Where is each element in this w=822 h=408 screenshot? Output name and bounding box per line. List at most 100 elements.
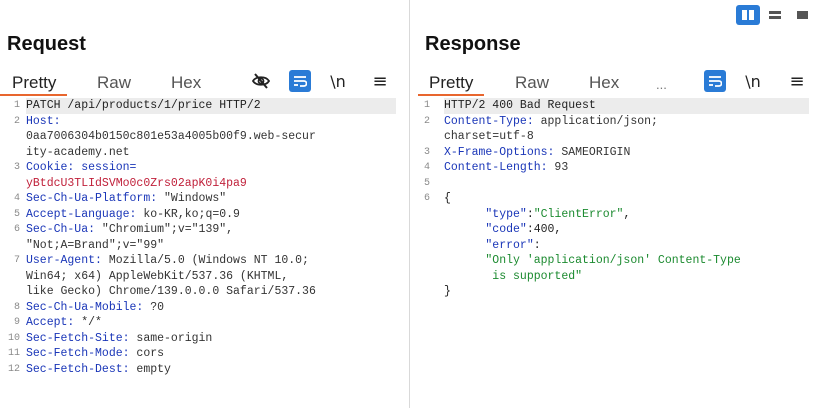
code-token: } — [444, 285, 451, 298]
request-editor[interactable]: 1 PATCH /api/products/1/price HTTP/2 2 Host… — [0, 98, 400, 408]
code-text: "Not;A=Brand";v="99" — [26, 238, 164, 254]
code-token: , — [623, 207, 631, 221]
request-tab-pretty[interactable]: Pretty — [12, 73, 57, 92]
code-text: like Gecko) Chrome/139.0.0.0 Safari/537.… — [26, 284, 316, 300]
code-token: Accept: — [26, 316, 82, 329]
response-tabs: Pretty Raw Hex ... \n ≡ — [418, 70, 822, 96]
wrap-icon[interactable] — [289, 70, 311, 92]
code-token: Sec-Fetch-Dest: — [26, 362, 137, 376]
code-line: like Gecko) Chrome/139.0.0.0 Safari/537.… — [0, 284, 400, 300]
line-number: 8 — [13, 301, 20, 313]
code-token: "Only 'application/json' Content-Type — [444, 254, 741, 267]
code-text: Cookie: session= — [26, 160, 136, 176]
code-text: } — [444, 284, 451, 300]
code-token: application/json; — [540, 114, 658, 128]
code-token: Accept-Language: — [26, 207, 144, 221]
line-number: 11 — [7, 348, 20, 359]
split-vertical-icon — [742, 10, 754, 20]
top-bar — [0, 0, 822, 30]
code-text: X-Frame-Options: SAMEORIGIN — [444, 145, 630, 161]
menu-icon[interactable]: ≡ — [372, 70, 388, 92]
code-text: Sec-Fetch-Mode: cors — [26, 346, 164, 362]
code-token: { — [444, 192, 451, 205]
response-tab-hex[interactable]: Hex — [589, 73, 620, 92]
line-number: 4 — [423, 162, 430, 173]
line-number: 6 — [423, 193, 430, 204]
code-token: : — [526, 207, 534, 221]
code-token: "error" — [444, 238, 534, 252]
code-token: ko-KR,ko;q=0.9 — [143, 207, 240, 221]
code-token: PATCH /api/products/1/price HTTP/2 — [26, 99, 261, 112]
request-tab-hex[interactable]: Hex — [171, 73, 202, 92]
pane-divider[interactable] — [409, 0, 410, 408]
code-text: Host: — [26, 114, 61, 130]
code-text: { — [444, 191, 451, 207]
request-tab-raw[interactable]: Raw — [97, 73, 132, 92]
code-token: X-Frame-Options: — [444, 145, 562, 159]
line-number: 3 — [13, 162, 20, 173]
line-number: 1 — [423, 100, 430, 111]
code-text: Content-Type: application/json; — [444, 114, 658, 130]
code-token: 0aa7006304b0150c801e53a4005b00f9.web-sec… — [26, 130, 316, 143]
layout-switcher — [736, 5, 814, 25]
active-tab-underline — [0, 94, 67, 96]
code-line: 3 X-Frame-Options: SAMEORIGIN — [410, 145, 822, 161]
code-text: yBtdcU3TLIdSVMo0c0Zrs02apK0i4pa9 — [26, 176, 247, 192]
code-line: 12 Sec-Fetch-Dest: empty — [0, 362, 400, 378]
line-number: 1 — [13, 100, 20, 111]
code-line: 3 Cookie: session= — [0, 160, 400, 176]
code-token: Content-Length: — [444, 161, 555, 174]
code-text: is supported" — [444, 269, 582, 285]
code-line: 0aa7006304b0150c801e53a4005b00f9.web-sec… — [0, 129, 400, 145]
code-token: yBtdcU3TLIdSVMo0c0Zrs02apK0i4pa9 — [26, 176, 247, 190]
code-text: "Only 'application/json' Content-Type — [444, 253, 741, 269]
code-token: Mozilla/5.0 (Windows NT 10.0; — [108, 254, 309, 267]
code-line: is supported" — [410, 269, 822, 285]
code-line: 5 Accept-Language: ko-KR,ko;q=0.9 — [0, 207, 400, 223]
code-text: 0aa7006304b0150c801e53a4005b00f9.web-sec… — [26, 129, 316, 145]
code-token: is supported" — [444, 269, 583, 283]
more-tabs-ellipsis[interactable]: ... — [656, 77, 667, 92]
split-horizontal-layout-button[interactable] — [763, 5, 787, 25]
eye-off-icon[interactable] — [250, 70, 272, 92]
response-tab-raw[interactable]: Raw — [515, 73, 550, 92]
code-token: */* — [81, 316, 102, 329]
code-line: 6{ — [410, 191, 822, 207]
single-pane-layout-button[interactable] — [790, 5, 814, 25]
code-text: charset=utf-8 — [444, 129, 534, 145]
response-tab-pretty[interactable]: Pretty — [429, 73, 474, 92]
menu-icon[interactable]: ≡ — [789, 70, 805, 92]
line-number: 3 — [423, 146, 430, 158]
request-pane: Request Pretty Raw Hex \n ≡ 1 PATCH /api/… — [0, 0, 409, 408]
code-token: "Chromium";v="139", — [101, 223, 234, 236]
newline-icon[interactable]: \n — [330, 71, 346, 91]
line-number: 12 — [7, 363, 20, 375]
code-line: "Only 'application/json' Content-Type — [410, 253, 822, 269]
single-pane-icon — [796, 11, 808, 19]
code-line: "error": — [410, 238, 822, 254]
wrap-icon[interactable] — [704, 70, 726, 92]
request-title: Request — [7, 33, 86, 55]
line-number: 2 — [13, 115, 20, 127]
code-line: 2 Content-Type: application/json; — [410, 114, 822, 130]
code-token: Sec-Fetch-Mode: — [26, 347, 137, 360]
line-number: 5 — [13, 208, 20, 220]
newline-icon[interactable]: \n — [745, 71, 761, 91]
code-line: 11 Sec-Fetch-Mode: cors — [0, 346, 400, 362]
line-number: 5 — [423, 177, 430, 189]
code-token: empty — [136, 362, 171, 376]
line-number: 9 — [13, 317, 20, 328]
code-token: : — [533, 238, 541, 252]
split-vertical-layout-button[interactable] — [736, 5, 760, 25]
request-tabs: Pretty Raw Hex \n ≡ — [0, 70, 400, 96]
active-tab-underline — [418, 94, 484, 96]
code-text: User-Agent: Mozilla/5.0 (Windows NT 10.0… — [26, 253, 309, 269]
line-number: 2 — [423, 115, 430, 127]
code-text: "error": — [444, 238, 541, 254]
code-token: Cookie: session= — [26, 161, 137, 174]
